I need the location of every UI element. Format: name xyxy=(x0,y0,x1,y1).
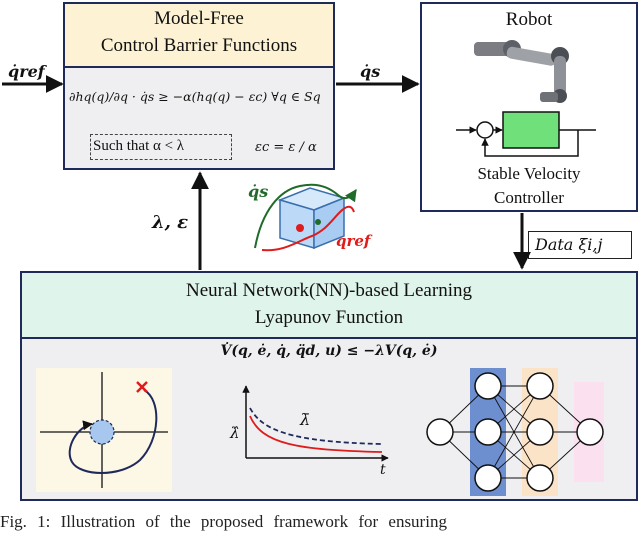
plot-lambda-hat: λ̂ xyxy=(230,424,240,442)
lyapunov-inequality: V̇(q, ė, q̇, q̈d, u) ≤ −λV(q, ė) xyxy=(220,343,438,359)
caption: Fig. 1: Illustration of the proposed fra… xyxy=(0,512,447,531)
nn-header: Neural Network(NN)-based Learning Lyapun… xyxy=(22,273,636,339)
cube-icon xyxy=(254,183,357,252)
robot-block: Robot Stable Velocity Controller xyxy=(420,2,638,212)
cube-qs-trajectory xyxy=(254,183,357,249)
data-label: Data ξi,j xyxy=(535,235,603,254)
plot-lambda-bar: λ̄ xyxy=(300,410,311,429)
neural-network-icon xyxy=(426,368,604,496)
nn-title-line1: Neural Network(NN)-based Learning xyxy=(186,280,472,301)
lambda-hat-curve xyxy=(249,407,383,445)
data-label-box xyxy=(528,231,632,259)
phase-portrait xyxy=(36,368,172,492)
input-label: q̇ref xyxy=(8,62,45,81)
controller-loop-icon xyxy=(456,111,596,157)
mfcbf-title-line1: Model-Free xyxy=(154,8,244,29)
mfcbf-block: Model-Free Control Barrier Functions ∂hq… xyxy=(63,2,335,170)
plot-t: t xyxy=(380,462,386,478)
mfcbf-constraint: ∂hq(q)/∂q · q̇s ≥ −α(hq(q) − εc) ∀q ∈ Sq xyxy=(69,89,321,104)
controller-line1: Stable Velocity xyxy=(477,164,581,183)
nn-title-line2: Lyapunov Function xyxy=(254,307,404,328)
controller-line2: Controller xyxy=(494,188,564,207)
eps-definition: εc = ε / α xyxy=(255,140,317,155)
lambda-plot xyxy=(242,385,389,462)
robot-arm-icon xyxy=(474,40,569,103)
such-that-text: Such that α < λ xyxy=(93,138,185,154)
robot-title: Robot xyxy=(505,9,553,30)
feedback-label: λ, ε xyxy=(152,212,189,233)
mfcbf-header: Model-Free Control Barrier Functions xyxy=(65,4,333,68)
mfcbf-title-line2: Control Barrier Functions xyxy=(100,35,298,56)
start-cross-icon xyxy=(136,381,148,393)
lambda-curve xyxy=(249,415,383,453)
cube-qref-trajectory xyxy=(261,205,355,252)
output-label: q̇s xyxy=(360,62,381,81)
cube-qs-label: q̇s xyxy=(248,182,269,201)
such-that-box xyxy=(90,134,232,160)
